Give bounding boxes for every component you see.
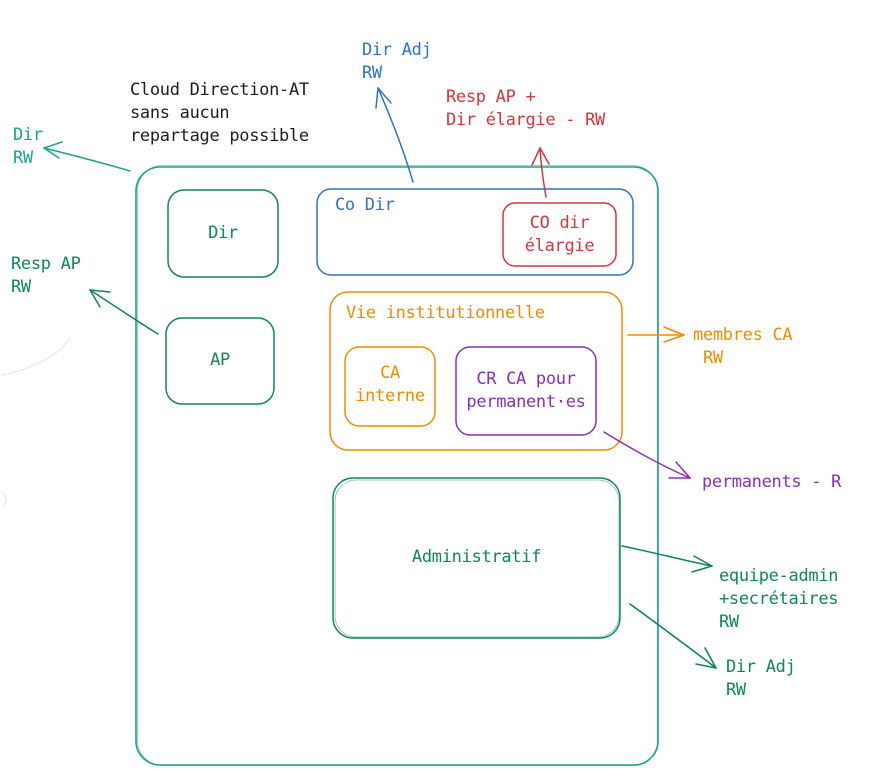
arrow-ap-to-resp-ap [89,289,159,335]
cr-ca-line: CR CA pour [476,369,576,389]
ap-box[interactable] [165,317,275,405]
membres-ca-label: membres CA RW [693,324,793,370]
arrow-cr-ca-to-permanents [603,431,691,479]
ap-box-label: AP [210,350,230,370]
decorative-sketch-stroke-2 [1,491,7,507]
equipe-admin-line: equipe-admin [719,566,839,586]
resp-ap-dir-elargie-line: Dir élargie - RW [446,110,605,130]
membres-ca-line: RW [703,348,723,368]
dir-adj-top-line: RW [362,63,382,83]
arrow-codir-elargie-to-resp [531,147,550,198]
ca-interne-line: CA [380,363,400,383]
decorative-sketch-stroke [1,337,71,376]
dir-adj-bottom-line: Dir Adj [726,657,796,677]
vie-institutionnelle-box[interactable] [329,291,623,451]
ca-interne-box[interactable] [344,346,436,427]
administratif-box-sketch [334,479,620,638]
arrow-admin-to-equipe-admin [621,545,713,573]
dir-adj-top-label: Dir Adj RW [362,39,432,85]
cr-ca-box[interactable] [455,346,597,436]
cloud-container-sketch [137,165,658,766]
codir-elargie-line: CO dir [529,213,590,233]
cloud-note: Cloud Direction-AT sans aucun repartage … [130,79,309,148]
codir-elargie-label: CO dir élargie [503,212,616,258]
administratif-box[interactable] [332,477,621,639]
cloud-note-line: Cloud Direction-AT [130,80,309,100]
cloud-container[interactable] [135,166,659,766]
cloud-note-line: sans aucun [130,103,230,123]
resp-ap-line: RW [11,277,31,297]
dir-rw-line: RW [13,148,33,168]
codir-elargie-line: élargie [524,236,595,256]
cr-ca-line: permanent·es [466,392,586,412]
dir-adj-bottom-label: Dir Adj RW [726,656,796,702]
ca-interne-line: interne [355,386,425,406]
dir-adj-bottom-line: RW [726,680,746,700]
equipe-admin-label: equipe-admin +secrétaires RW [719,565,839,634]
membres-ca-line: membres CA [693,325,793,345]
resp-ap-dir-elargie-label: Resp AP + Dir élargie - RW [446,86,605,132]
cr-ca-label: CR CA pour permanent·es [456,368,596,414]
ca-interne-label: CA interne [345,362,435,408]
dir-box[interactable] [167,189,279,278]
cloud-note-line: repartage possible [130,126,309,146]
resp-ap-line: Resp AP [11,254,81,274]
codir-box[interactable] [316,188,634,276]
dir-rw-label: Dir RW [13,124,43,170]
equipe-admin-line: RW [719,612,739,632]
administratif-label: Administratif [411,547,542,567]
codir-box-label: Co Dir [335,195,395,215]
arrow-vie-to-membres-ca [627,326,685,343]
equipe-admin-line: +secrétaires [719,589,839,609]
vie-institutionnelle-label: Vie institutionnelle [346,303,545,323]
dir-rw-line: Dir [13,125,43,145]
dir-box-label: Dir [208,223,238,243]
permanents-label: permanents - R [702,472,842,492]
codir-elargie-box[interactable] [502,202,617,267]
arrow-admin-to-dir-adj [629,603,717,669]
arrow-cloud-to-dir [43,141,131,172]
dir-adj-top-line: Dir Adj [362,40,432,60]
resp-ap-label: Resp AP RW [11,253,81,299]
resp-ap-dir-elargie-line: Resp AP + [446,87,536,107]
arrow-codir-to-dir-adj [375,87,414,183]
